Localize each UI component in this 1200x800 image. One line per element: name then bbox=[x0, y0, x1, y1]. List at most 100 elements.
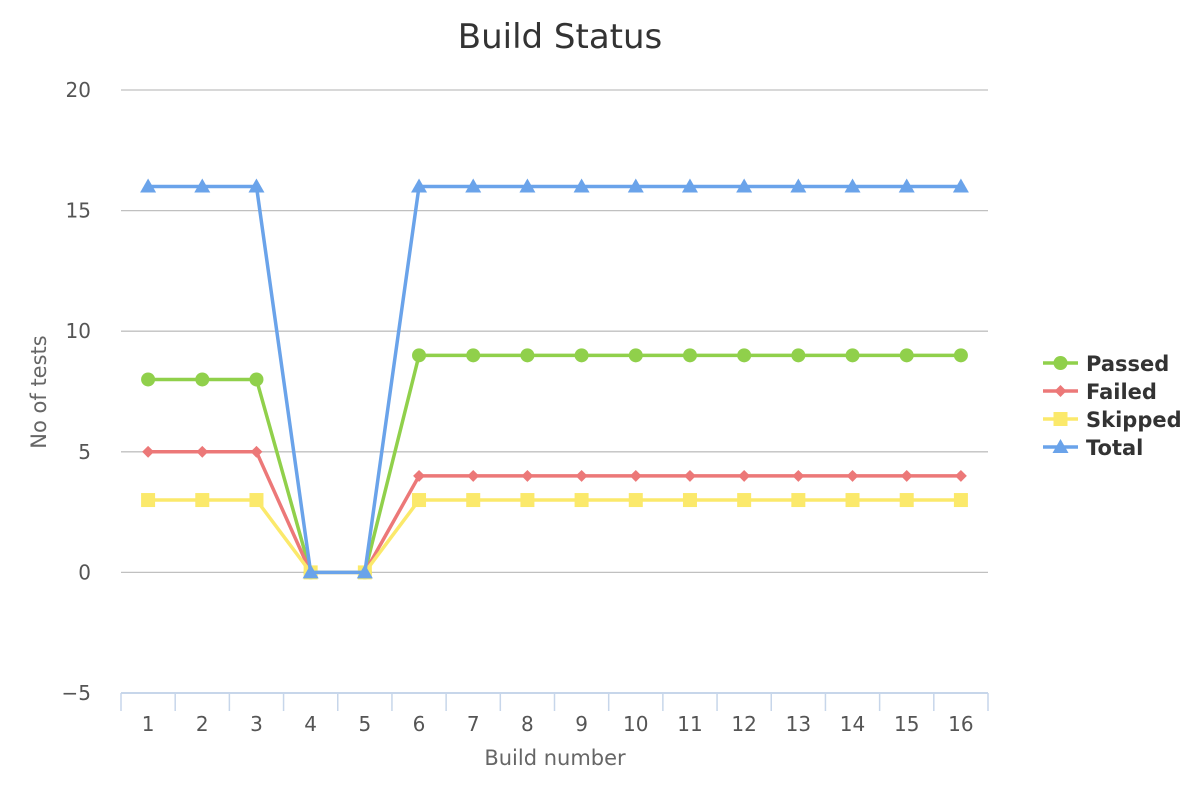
data-point-failed bbox=[900, 469, 913, 482]
data-point-passed bbox=[953, 348, 968, 363]
data-point-passed bbox=[791, 348, 806, 363]
data-point-failed bbox=[196, 445, 209, 458]
y-axis-label: No of tests bbox=[27, 335, 51, 448]
data-point-skipped bbox=[899, 493, 914, 508]
x-tick-label: 12 bbox=[731, 712, 756, 736]
data-point-total bbox=[302, 564, 319, 579]
legend-marker-skipped bbox=[1053, 412, 1068, 426]
data-point-passed bbox=[628, 348, 643, 363]
data-point-skipped bbox=[195, 493, 210, 508]
legend-item-failed[interactable]: Failed bbox=[1043, 380, 1157, 404]
data-point-skipped bbox=[682, 493, 697, 508]
series-group bbox=[140, 178, 969, 580]
data-point-failed bbox=[629, 469, 642, 482]
data-point-failed bbox=[521, 469, 534, 482]
series-line-passed bbox=[148, 353, 961, 575]
data-point-skipped bbox=[412, 493, 427, 508]
series-failed bbox=[142, 445, 967, 579]
legend-label-failed: Failed bbox=[1086, 380, 1157, 404]
legend-item-passed[interactable]: Passed bbox=[1043, 352, 1169, 376]
data-point-passed bbox=[682, 348, 697, 363]
data-point-total bbox=[627, 178, 644, 193]
series-line-total bbox=[148, 184, 961, 575]
x-tick-label: 1 bbox=[142, 712, 155, 736]
data-point-passed bbox=[249, 372, 264, 387]
legend-label-passed: Passed bbox=[1086, 352, 1169, 376]
data-point-passed bbox=[899, 348, 914, 363]
legend-marker-failed bbox=[1054, 385, 1067, 397]
x-tick-label: 4 bbox=[304, 712, 317, 736]
legend-label-skipped: Skipped bbox=[1086, 408, 1182, 432]
data-point-passed bbox=[412, 348, 427, 363]
data-point-failed bbox=[738, 469, 751, 482]
data-point-skipped bbox=[466, 493, 481, 508]
series-total bbox=[140, 178, 969, 579]
data-point-passed bbox=[574, 348, 589, 363]
x-tick-label: 3 bbox=[250, 712, 263, 736]
data-point-failed bbox=[142, 445, 155, 458]
data-point-total bbox=[573, 178, 590, 193]
x-tick-label: 11 bbox=[677, 712, 702, 736]
legend-item-skipped[interactable]: Skipped bbox=[1043, 408, 1182, 432]
x-axis-label: Build number bbox=[484, 746, 626, 770]
data-point-failed bbox=[413, 469, 425, 482]
data-point-skipped bbox=[791, 493, 806, 508]
x-tick-label: 5 bbox=[358, 712, 371, 736]
data-point-total bbox=[736, 178, 753, 193]
legend-label-total: Total bbox=[1086, 436, 1143, 460]
data-point-failed bbox=[846, 469, 859, 482]
x-tick-label: 15 bbox=[894, 712, 919, 736]
data-point-skipped bbox=[249, 493, 264, 508]
data-point-skipped bbox=[520, 493, 535, 508]
data-point-total bbox=[411, 178, 428, 193]
data-point-total bbox=[194, 178, 211, 193]
data-point-total bbox=[844, 178, 861, 193]
data-point-passed bbox=[195, 372, 210, 387]
x-tick-label: 2 bbox=[196, 712, 209, 736]
data-point-total bbox=[952, 178, 969, 193]
x-tick-label: 13 bbox=[786, 712, 811, 736]
y-tick-label: 0 bbox=[78, 560, 91, 584]
data-point-failed bbox=[575, 469, 588, 482]
series-line-failed bbox=[148, 450, 961, 575]
data-point-total bbox=[681, 178, 698, 193]
y-tick-label: 5 bbox=[78, 440, 91, 464]
data-point-skipped bbox=[141, 493, 156, 508]
grid-lines bbox=[121, 89, 988, 574]
legend-marker-total bbox=[1052, 439, 1069, 453]
data-point-passed bbox=[845, 348, 860, 363]
data-point-passed bbox=[141, 372, 156, 387]
data-point-total bbox=[465, 178, 482, 193]
series-line-skipped bbox=[148, 498, 961, 575]
x-tick-label: 10 bbox=[623, 712, 648, 736]
x-tick-label: 7 bbox=[467, 712, 480, 736]
x-tick-label: 16 bbox=[948, 712, 973, 736]
data-point-total bbox=[248, 178, 265, 193]
y-tick-label: 15 bbox=[66, 199, 91, 223]
legend-marker-passed bbox=[1053, 356, 1068, 370]
data-point-passed bbox=[466, 348, 481, 363]
y-tick-label: 20 bbox=[66, 78, 91, 102]
data-point-passed bbox=[737, 348, 752, 363]
data-point-skipped bbox=[574, 493, 589, 508]
data-point-skipped bbox=[953, 493, 968, 508]
series-passed bbox=[141, 348, 968, 580]
data-point-skipped bbox=[737, 493, 752, 508]
data-point-total bbox=[519, 178, 536, 193]
legend-item-total[interactable]: Total bbox=[1043, 436, 1143, 460]
data-point-failed bbox=[792, 469, 805, 482]
data-point-failed bbox=[250, 445, 263, 458]
data-point-skipped bbox=[845, 493, 860, 508]
data-point-failed bbox=[954, 469, 967, 482]
data-point-total bbox=[140, 178, 157, 193]
data-point-skipped bbox=[628, 493, 643, 508]
data-point-total bbox=[898, 178, 915, 193]
x-tick-label: 14 bbox=[840, 712, 865, 736]
data-point-total bbox=[356, 564, 373, 579]
y-tick-label: −5 bbox=[62, 681, 91, 705]
data-point-total bbox=[790, 178, 807, 193]
